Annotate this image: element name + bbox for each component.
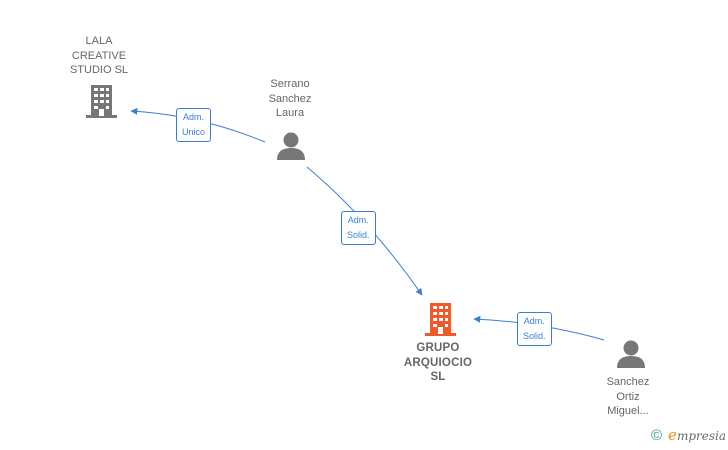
edge-label-adm-solid-2[interactable]: Adm. Solid. <box>517 312 552 346</box>
person-icon-serrano[interactable] <box>277 132 305 161</box>
edge-label-adm-solid-1[interactable]: Adm. Solid. <box>341 211 376 245</box>
node-label-lala[interactable]: LALA CREATIVE STUDIO SL <box>69 35 129 76</box>
node-label-serrano[interactable]: Serrano Sanchez Laura <box>268 78 312 119</box>
edge-label-adm-unico[interactable]: Adm. Unico <box>176 108 212 142</box>
person-icon-sanchez[interactable] <box>617 340 645 369</box>
brand-footer: © empresia <box>651 426 726 444</box>
brand-rest: mpresia <box>676 429 726 443</box>
building-icon-grupo[interactable] <box>425 303 456 336</box>
empresia-logo[interactable]: empresia <box>668 426 726 444</box>
building-icon-lala[interactable] <box>86 85 117 118</box>
node-label-sanchez[interactable]: Sanchez Ortiz Miguel... <box>606 376 650 417</box>
brand-initial: e <box>668 426 677 444</box>
copyright-icon: © <box>650 426 663 444</box>
node-label-grupo[interactable]: GRUPO ARQUIOCIO SL <box>403 342 473 383</box>
